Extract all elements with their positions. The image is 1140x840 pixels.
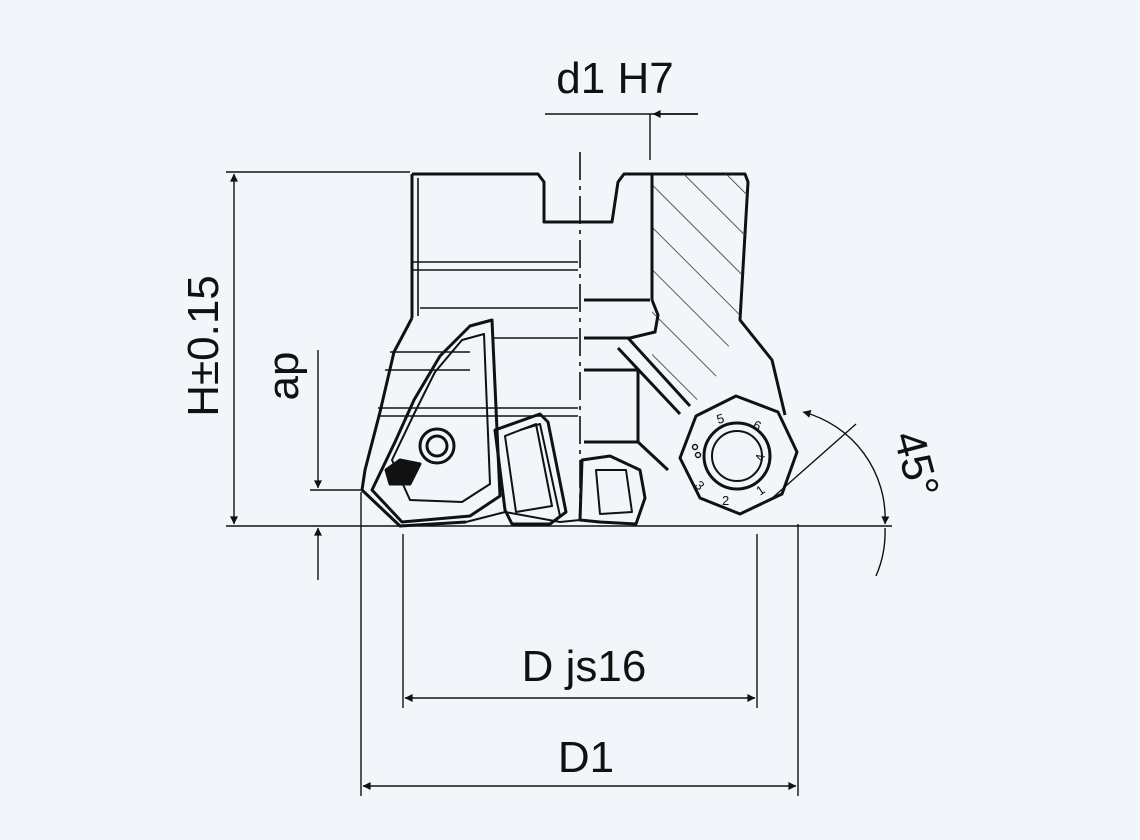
bottom-edge — [465, 510, 581, 524]
cutter-body — [360, 172, 787, 491]
bore-label: d1 H7 — [556, 54, 673, 103]
outer-diameter-label: D1 — [558, 733, 614, 782]
dimension-lines — [226, 110, 892, 796]
section-edges — [584, 174, 692, 472]
octagon-insert: 5 6 1 2 3 4 — [678, 394, 799, 516]
middle-insert — [493, 412, 568, 526]
insert-mark-2: 2 — [722, 493, 729, 508]
left-flank — [360, 317, 414, 491]
insert-screw-hole — [702, 421, 772, 491]
diameter-label: D js16 — [522, 642, 647, 691]
insert-mark-4: 4 — [752, 453, 768, 463]
right-small-insert — [578, 454, 647, 526]
hub-outline — [412, 172, 787, 416]
height-label: H±0.15 — [179, 275, 228, 417]
section-hatch — [652, 174, 748, 406]
left-insert — [360, 318, 502, 528]
depth-label: ap — [259, 352, 308, 401]
angle-label: 45° — [884, 426, 949, 503]
octagon-insert-body — [678, 394, 799, 516]
insert-mark-5: 5 — [715, 411, 726, 427]
